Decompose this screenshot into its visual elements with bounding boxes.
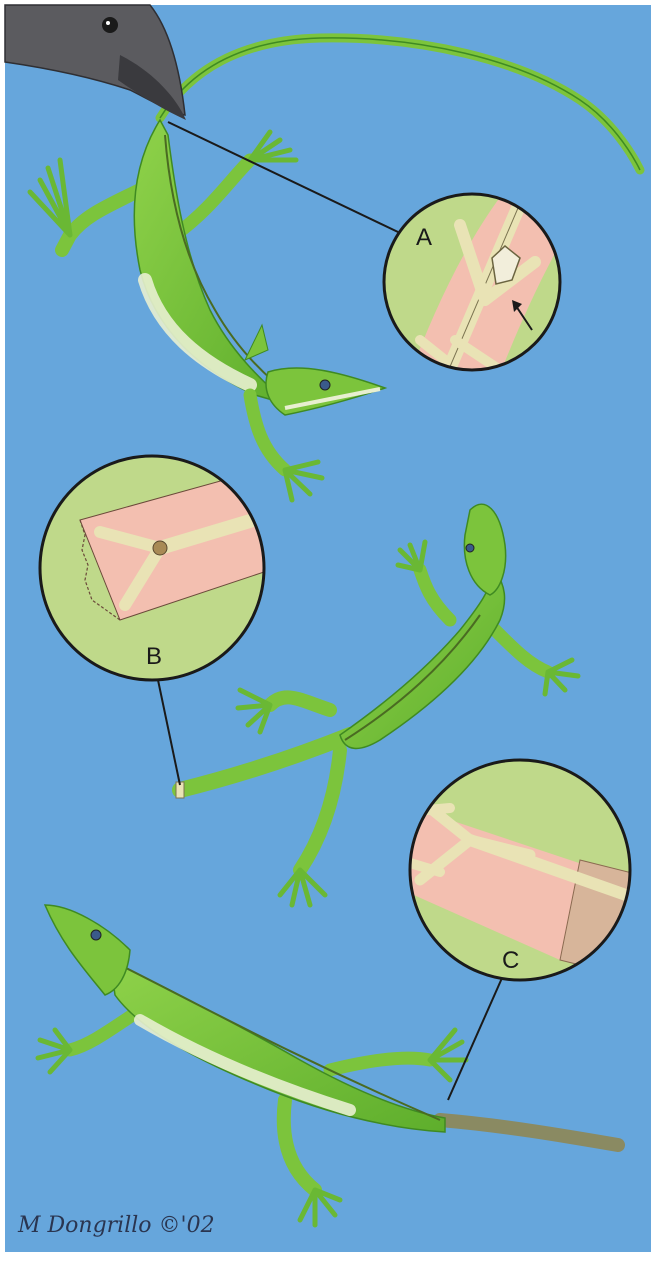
artist-signature: M Dongrillo ©'02 (17, 1213, 215, 1238)
eye-top (320, 380, 330, 390)
bird-eye (102, 17, 118, 33)
inset-a-label: A (416, 224, 432, 251)
eye-bot (91, 930, 101, 940)
inset-c-label: C (502, 947, 519, 974)
bird-eye-highlight (106, 21, 110, 25)
eye-mid (466, 544, 474, 552)
inset-b-label: B (146, 643, 162, 670)
inset-b-fracture (153, 541, 167, 555)
